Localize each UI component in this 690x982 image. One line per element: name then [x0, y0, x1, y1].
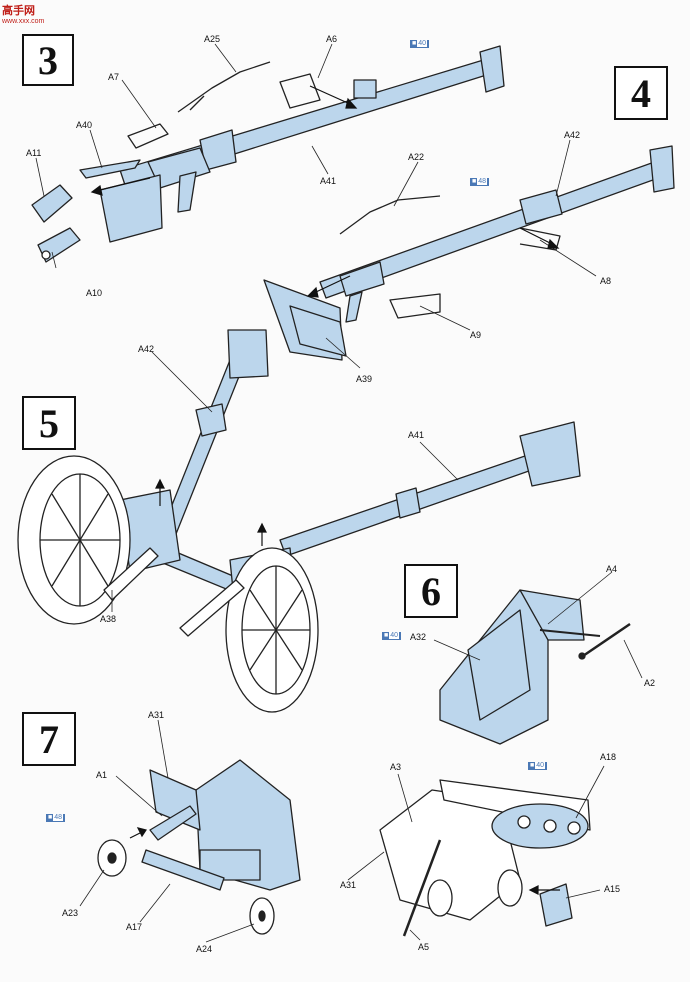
step3-handle-a25: [177, 61, 271, 113]
leader-lines: [35, 43, 643, 943]
part-label-a15: A15: [604, 884, 621, 894]
part-label-a2: A2: [644, 678, 656, 688]
part-label-a3: A3: [390, 762, 402, 772]
step7-handwheel-a23: [97, 839, 127, 877]
part-label-a25: A25: [204, 34, 221, 44]
part-label-a22: A22: [408, 152, 425, 162]
part-label-a9: A9: [470, 330, 482, 340]
part-label-a5: A5: [418, 942, 430, 952]
step-number-4: 4: [614, 66, 668, 120]
step5-wheel-right: [225, 547, 319, 713]
part-label-a23: A23: [62, 908, 79, 918]
step3-mount-a11: [31, 184, 73, 223]
step7-handwheel-a24: [249, 897, 275, 935]
step7-assembly: [379, 779, 591, 937]
part-label-a17: A17: [126, 922, 143, 932]
paint-ref-tag: ■40: [528, 762, 548, 770]
watermark-title: 高手网: [2, 5, 35, 17]
step5-wheel-left: [17, 455, 131, 625]
part-label-a31-step7: A31: [340, 880, 357, 890]
step6-rod-a2: [578, 622, 631, 660]
part-label-a39: A39: [356, 374, 373, 384]
step-number-5: 5: [22, 396, 76, 450]
part-label-a4: A4: [606, 564, 618, 574]
part-label-a41-step5: A41: [408, 430, 425, 440]
part-label-a40: A40: [76, 120, 93, 130]
step3-hook-a7: [127, 123, 169, 149]
paint-ref-tag: ■48: [470, 178, 490, 186]
step-number-6: 6: [404, 564, 458, 618]
step5-leg-a38: [103, 547, 245, 637]
part-label-a41: A41: [320, 176, 337, 186]
part-label-a1: A1: [96, 770, 108, 780]
step3-mount-a10: [37, 227, 81, 263]
watermark-site: www.xxx.com: [2, 18, 45, 25]
part-label-a8: A8: [600, 276, 612, 286]
paint-ref-tag: ■40: [410, 40, 430, 48]
step-number-3: 3: [22, 34, 74, 86]
part-label-a24: A24: [196, 944, 213, 954]
step3-lever-a6: [279, 73, 377, 109]
part-label-a10: A10: [86, 288, 103, 298]
part-label-a32: A32: [410, 632, 427, 642]
assembly-arrows: [90, 85, 560, 895]
step7-shaft-a17: [141, 849, 225, 891]
step4-loop-a8: [519, 227, 561, 251]
step3-frame-a41: [119, 45, 505, 213]
step4-handle-a22: [339, 195, 441, 235]
part-label-a38: A38: [100, 614, 117, 624]
step4-loop-a9: [389, 293, 441, 319]
step5-trail-a41: [279, 421, 581, 557]
paint-ref-tag: ■48: [46, 814, 66, 822]
step6-bolt-a4: [539, 629, 601, 637]
watermark: 高手网 www.xxx.com: [2, 2, 44, 25]
step-number-7: 7: [22, 712, 76, 766]
part-label-a18: A18: [600, 752, 617, 762]
part-label-a11: A11: [26, 148, 42, 158]
step7-shaft-a1: [149, 805, 197, 841]
paint-ref-tag: ■40: [382, 632, 402, 640]
part-label-a42-step5: A42: [138, 344, 155, 354]
step4-frame-a42: [319, 145, 675, 323]
part-label-a6: A6: [326, 34, 338, 44]
step6-cradle-a32: [439, 589, 585, 745]
part-label-a31: A31: [148, 710, 165, 720]
part-label-a7: A7: [108, 72, 120, 82]
part-label-a42: A42: [564, 130, 581, 140]
